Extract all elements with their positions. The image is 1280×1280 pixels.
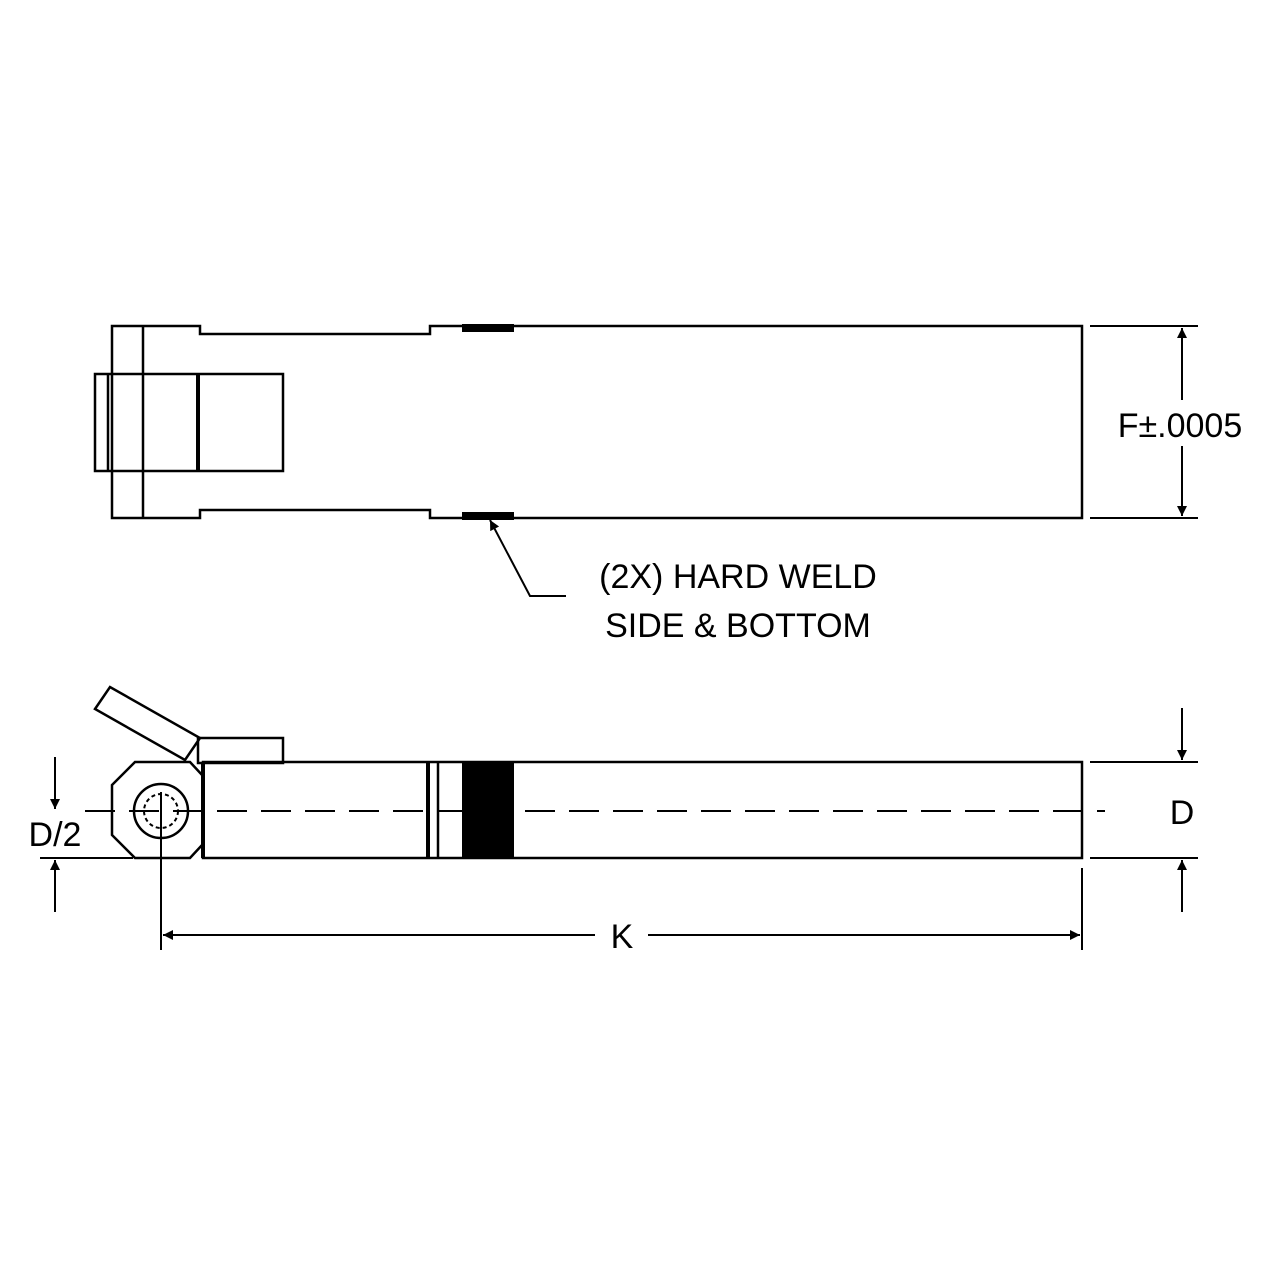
weld-mark-top bbox=[462, 324, 514, 332]
label-d-half: D/2 bbox=[29, 816, 82, 854]
dimension-f: F±.0005 bbox=[1090, 325, 1243, 519]
top-view-body-outline bbox=[110, 324, 1084, 520]
label-d: D bbox=[1170, 794, 1195, 832]
side-view-lever-arm bbox=[93, 685, 202, 762]
label-f-tolerance: F±.0005 bbox=[1118, 407, 1243, 445]
side-view bbox=[85, 685, 1105, 950]
dimension-d-half: D/2 bbox=[29, 757, 133, 912]
weld-note: (2X) HARD WELD SIDE & BOTTOM bbox=[489, 519, 877, 645]
dimension-d: D bbox=[1090, 708, 1198, 912]
side-view-clevis-end bbox=[110, 760, 205, 860]
side-view-clamp-block bbox=[196, 736, 285, 765]
dimension-k: K bbox=[163, 868, 1083, 956]
weld-note-line2: SIDE & BOTTOM bbox=[605, 607, 871, 645]
top-view bbox=[93, 324, 1084, 520]
weld-leader-line bbox=[489, 519, 566, 597]
weld-note-line1: (2X) HARD WELD bbox=[599, 558, 877, 596]
top-view-clevis-block bbox=[93, 372, 285, 473]
weld-mark-bottom bbox=[462, 512, 514, 520]
label-k: K bbox=[611, 918, 634, 956]
